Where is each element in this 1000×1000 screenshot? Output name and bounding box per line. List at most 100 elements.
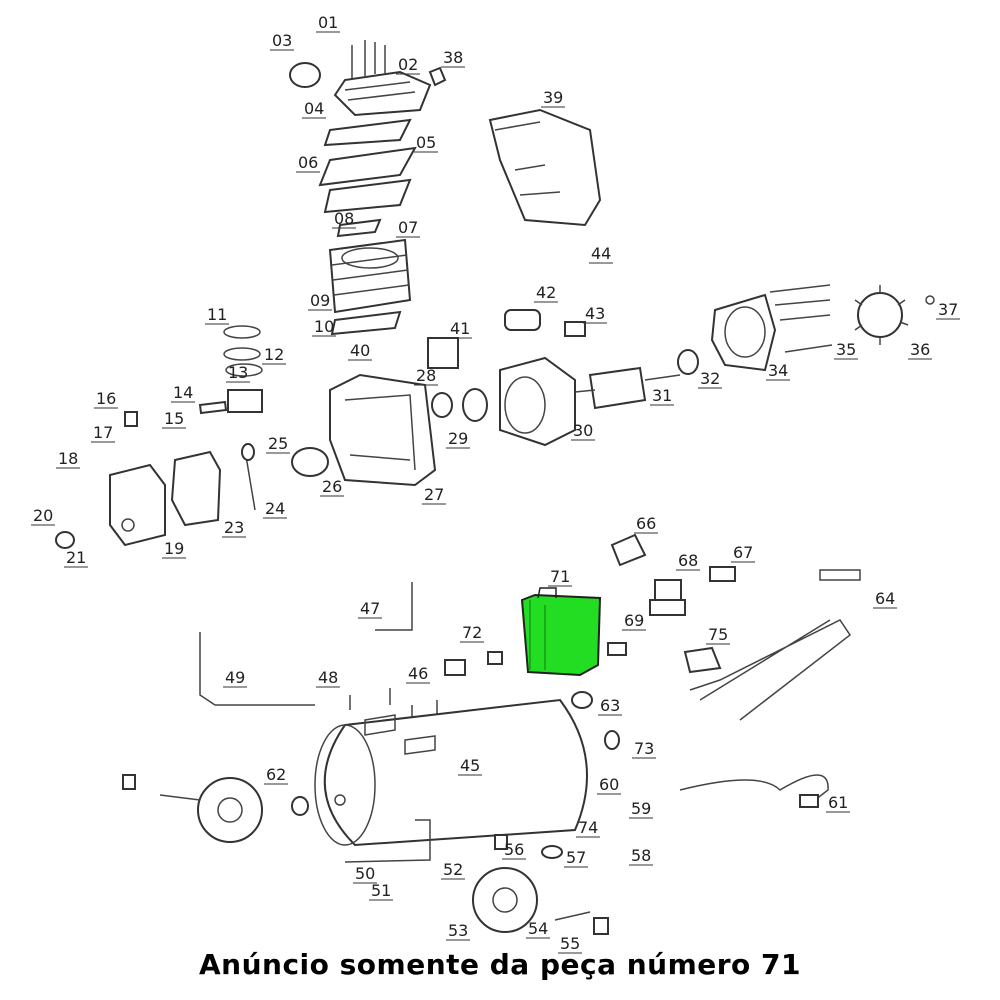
- ring-12a: [223, 347, 261, 361]
- part-label-52: 52: [443, 860, 463, 879]
- part-label-72: 72: [462, 623, 482, 642]
- ring-12b: [225, 363, 263, 377]
- part-number-labels: 0102030405060708091011121314151617181920…: [31, 13, 960, 954]
- foot-50: [344, 819, 431, 863]
- part-label-04: 04: [304, 99, 324, 118]
- part-label-45: 45: [460, 756, 480, 775]
- piston-13: [227, 389, 263, 413]
- part-label-60: 60: [599, 775, 619, 794]
- part-label-74: 74: [578, 818, 598, 837]
- part-label-35: 35: [836, 340, 856, 359]
- part-label-36: 36: [910, 340, 930, 359]
- capacitor-42: [504, 309, 541, 331]
- part-label-05: 05: [416, 133, 436, 152]
- part-label-59: 59: [631, 799, 651, 818]
- gasket-10: [330, 310, 402, 336]
- part-62: [291, 796, 309, 816]
- part-67: [709, 566, 736, 582]
- regulator-body-68: [649, 599, 686, 616]
- crankcase-40: [329, 373, 437, 487]
- part-label-53: 53: [448, 921, 468, 940]
- axle-left: [159, 794, 201, 801]
- part-57: [541, 845, 563, 859]
- valve-16: [124, 411, 138, 427]
- part-label-26: 26: [322, 477, 342, 496]
- part-72: [487, 651, 503, 665]
- valve-41: [427, 337, 459, 369]
- part-label-21: 21: [66, 548, 86, 567]
- part-28: [431, 392, 453, 418]
- part-label-28: 28: [416, 366, 436, 385]
- part-label-69: 69: [624, 611, 644, 630]
- cylinder-head-cover: [333, 70, 432, 117]
- part-label-67: 67: [733, 543, 753, 562]
- part-label-06: 06: [298, 153, 318, 172]
- part-43: [564, 321, 586, 337]
- cap-55: [593, 917, 609, 935]
- part-label-68: 68: [678, 551, 698, 570]
- part-label-75: 75: [708, 625, 728, 644]
- part-label-18: 18: [58, 449, 78, 468]
- part-label-38: 38: [443, 48, 463, 67]
- part-38: [428, 66, 447, 87]
- part-73: [604, 730, 620, 750]
- part-label-11: 11: [207, 305, 227, 324]
- bolts-48: [349, 688, 438, 720]
- part-label-16: 16: [96, 389, 116, 408]
- axle-54: [554, 911, 591, 921]
- part-label-57: 57: [566, 848, 586, 867]
- ring-11: [223, 325, 261, 339]
- part-label-32: 32: [700, 369, 720, 388]
- part-label-27: 27: [424, 485, 444, 504]
- part-69: [607, 642, 627, 656]
- part-label-37: 37: [938, 300, 958, 319]
- plug-61: [799, 794, 819, 808]
- part-label-09: 09: [310, 291, 330, 310]
- part-label-51: 51: [371, 881, 391, 900]
- part-label-46: 46: [408, 664, 428, 683]
- part-label-25: 25: [268, 434, 288, 453]
- cap-left: [122, 774, 136, 790]
- side-cover-19: [109, 463, 166, 547]
- part-label-15: 15: [164, 409, 184, 428]
- pipe-47: [375, 582, 413, 631]
- caption: Anúncio somente da peça número 71: [198, 948, 802, 981]
- part-label-55: 55: [560, 934, 580, 953]
- part-label-07: 07: [398, 218, 418, 237]
- part-label-39: 39: [543, 88, 563, 107]
- cylinder-09: [328, 238, 412, 314]
- pressure-switch-71: [520, 587, 602, 677]
- part-label-50: 50: [355, 864, 375, 883]
- air-tank-60: [323, 698, 588, 847]
- part-03: [289, 62, 321, 88]
- part-label-41: 41: [450, 319, 470, 338]
- valve-plate-05: [318, 146, 417, 187]
- crank-26: [291, 447, 329, 477]
- part-label-02: 02: [398, 55, 418, 74]
- part-label-24: 24: [265, 499, 285, 518]
- part-66: [610, 533, 647, 567]
- part-37: [925, 295, 935, 305]
- part-label-08: 08: [334, 209, 354, 228]
- bearing-29: [462, 388, 488, 422]
- part-label-29: 29: [448, 429, 468, 448]
- part-label-49: 49: [225, 668, 245, 687]
- gasket-06: [323, 178, 412, 214]
- part-label-34: 34: [768, 361, 788, 380]
- part-label-71: 71: [550, 567, 570, 586]
- pin-14: [198, 400, 228, 415]
- fan-36: [857, 292, 903, 338]
- pipe-49: [199, 632, 315, 706]
- rotor-31: [588, 366, 647, 410]
- part-label-30: 30: [573, 421, 593, 440]
- part-label-40: 40: [350, 341, 370, 360]
- part-label-42: 42: [536, 283, 556, 302]
- grip-64: [819, 569, 861, 581]
- part-label-58: 58: [631, 846, 651, 865]
- part-label-62: 62: [266, 765, 286, 784]
- part-label-66: 66: [636, 514, 656, 533]
- foot-75: [683, 646, 722, 674]
- stator-30: [499, 356, 576, 447]
